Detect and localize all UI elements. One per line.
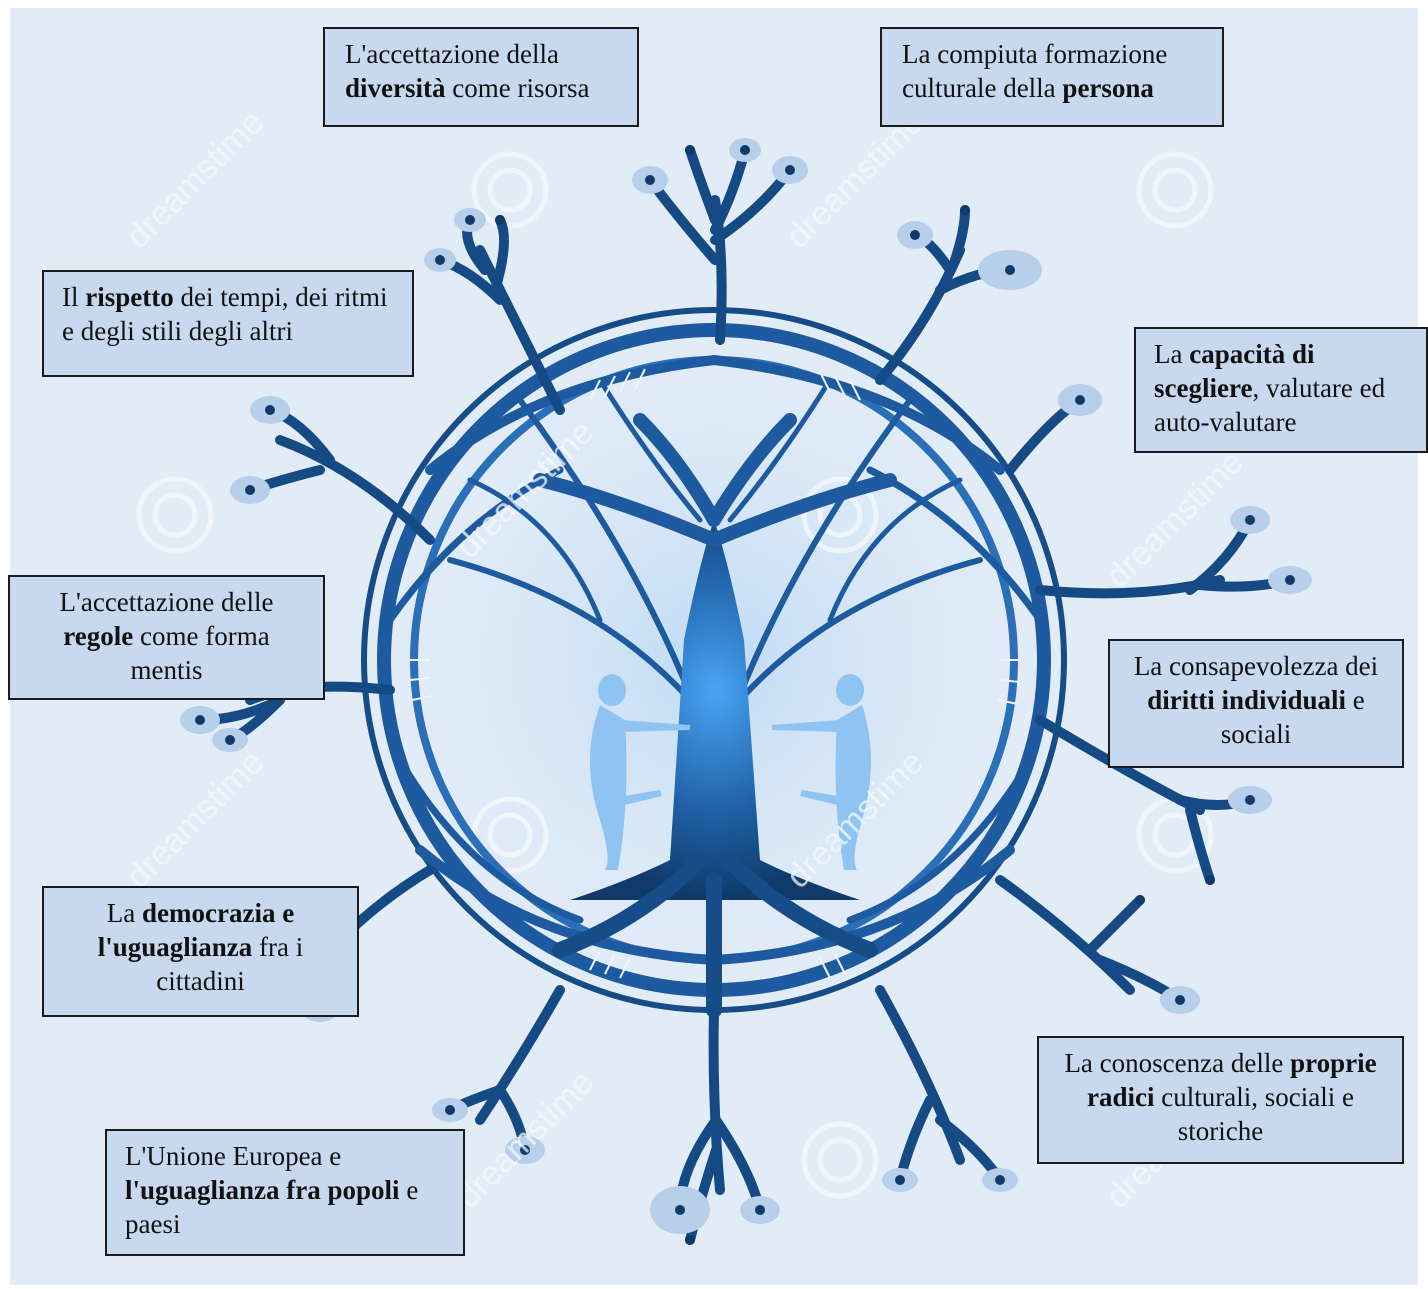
label-democrazia-bold: democrazia e l'uguaglianza	[97, 898, 295, 962]
label-rispetto-bold: rispetto	[85, 282, 174, 312]
label-diritti: La consapevolezza dei diritti individual…	[1108, 639, 1404, 768]
ring-hatching	[409, 368, 1021, 979]
watermark-label: dreamstime	[119, 103, 271, 255]
label-diritti-post: e sociali	[1220, 685, 1365, 749]
label-diversita-post: come risorsa	[445, 73, 590, 103]
label-europa-bold: l'uguaglianza fra popoli	[125, 1175, 400, 1205]
label-rispetto-post: dei tempi, dei ritmi e degli stili degli…	[62, 282, 388, 346]
label-democrazia: La democrazia e l'uguaglianza fra i citt…	[42, 886, 359, 1017]
label-rispetto-pre: Il	[62, 282, 86, 312]
label-radici-post: culturali, sociali e storiche	[1154, 1082, 1354, 1146]
label-radici: La conoscenza delle proprie radici cultu…	[1037, 1036, 1404, 1164]
label-diversita: L'accettazione della diversità come riso…	[323, 27, 639, 127]
label-diritti-bold: diritti individuali	[1147, 685, 1347, 715]
label-regole-pre: L'accettazione delle	[59, 587, 274, 617]
label-europa-pre: L'Unione Europea e	[125, 1141, 342, 1171]
label-democrazia-post: fra i cittadini	[156, 932, 304, 996]
spiral-watermark-icon	[136, 151, 1214, 1199]
dancing-figure-icon	[590, 674, 871, 870]
label-formazione: La compiuta formazione culturale della p…	[880, 27, 1224, 127]
label-diversita-pre: L'accettazione della	[345, 39, 559, 69]
tree-trunk	[533, 413, 897, 1018]
label-radici-pre: La conoscenza delle	[1064, 1048, 1291, 1078]
label-regole: L'accettazione delle regole come forma m…	[8, 575, 325, 700]
watermark-label: dreamstime	[449, 1063, 601, 1215]
watermark-label: dreamstime	[119, 743, 271, 895]
label-scegliere: La capacità di scegliere, valutare ed au…	[1134, 327, 1428, 453]
label-formazione-bold: persona	[1062, 73, 1154, 103]
label-scegliere-bold: capacità di scegliere	[1154, 339, 1315, 403]
label-regole-bold: regole	[63, 621, 134, 651]
label-diritti-pre: La consapevolezza dei	[1133, 651, 1379, 681]
label-diversita-bold: diversità	[345, 73, 446, 103]
label-scegliere-pre: La	[1154, 339, 1190, 369]
label-rispetto: Il rispetto dei tempi, dei ritmi e degli…	[42, 270, 414, 377]
label-scegliere-post: , valutare ed auto-valutare	[1154, 373, 1386, 437]
label-europa-post: e paesi	[125, 1175, 419, 1239]
label-radici-bold: proprie radici	[1087, 1048, 1377, 1112]
label-democrazia-pre: La	[106, 898, 143, 928]
label-formazione-pre: La compiuta formazione culturale della	[902, 39, 1168, 103]
label-regole-post: come forma mentis	[130, 621, 270, 685]
label-europa: L'Unione Europea e l'uguaglianza fra pop…	[105, 1129, 465, 1256]
watermark-label: dreamstime	[1099, 443, 1251, 595]
